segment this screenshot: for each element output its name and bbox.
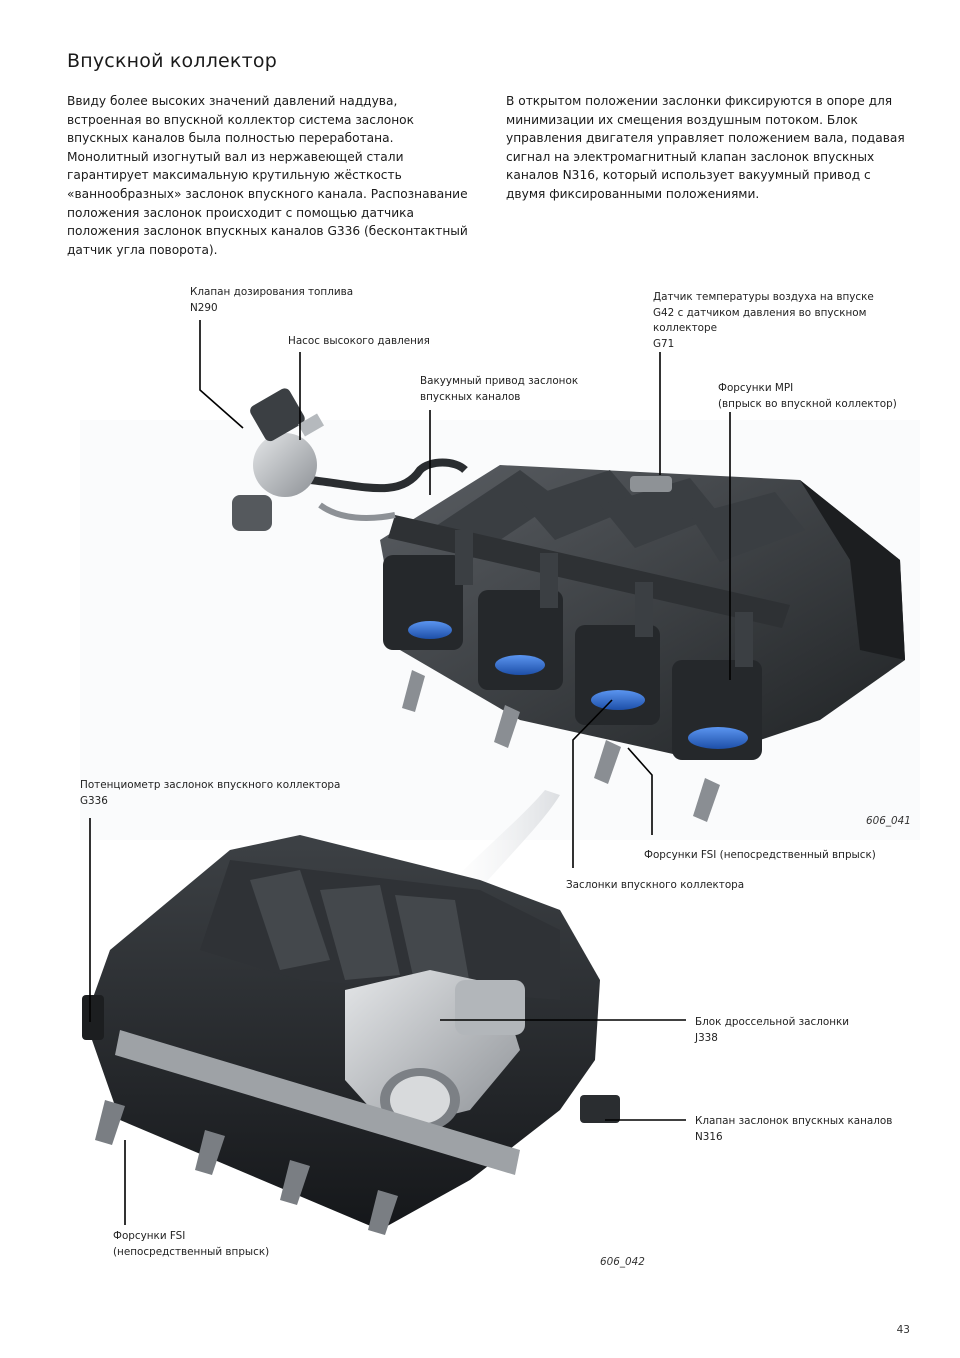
left-paragraph: Ввиду более высоких значений давлений на… (67, 94, 468, 257)
label-manifold-flaps: Заслонки впускного коллектора (566, 879, 745, 891)
label-high-pressure-pump: Насос высокого давления (288, 335, 430, 347)
label-flap-potentiometer: Потенциометр заслонок впускного коллекто… (80, 779, 341, 807)
leader-lines (89, 320, 731, 1225)
right-paragraph: В открытом положении заслонки фиксируютс… (506, 94, 905, 201)
bottom-manifold (82, 835, 620, 1235)
label-mpi-injectors: Форсунки MPI(впрыск во впускной коллекто… (718, 382, 897, 410)
label-fsi-injectors-top: Форсунки FSI (непосредственный впрыск) (644, 849, 876, 861)
right-column: В открытом положении заслонки фиксируютс… (506, 92, 911, 204)
figure-code-top: 606_041 (866, 815, 911, 827)
figure-code-bottom: 606_042 (600, 1256, 645, 1268)
page-number: 43 (896, 1324, 910, 1336)
high-pressure-pump (232, 388, 468, 531)
left-column: Ввиду более высоких значений давлений на… (67, 92, 472, 259)
top-manifold (380, 465, 905, 822)
label-fsi-injectors-bottom: Форсунки FSI(непосредственный впрыск) (113, 1230, 270, 1258)
page-title: Впускной коллектор (67, 50, 277, 72)
